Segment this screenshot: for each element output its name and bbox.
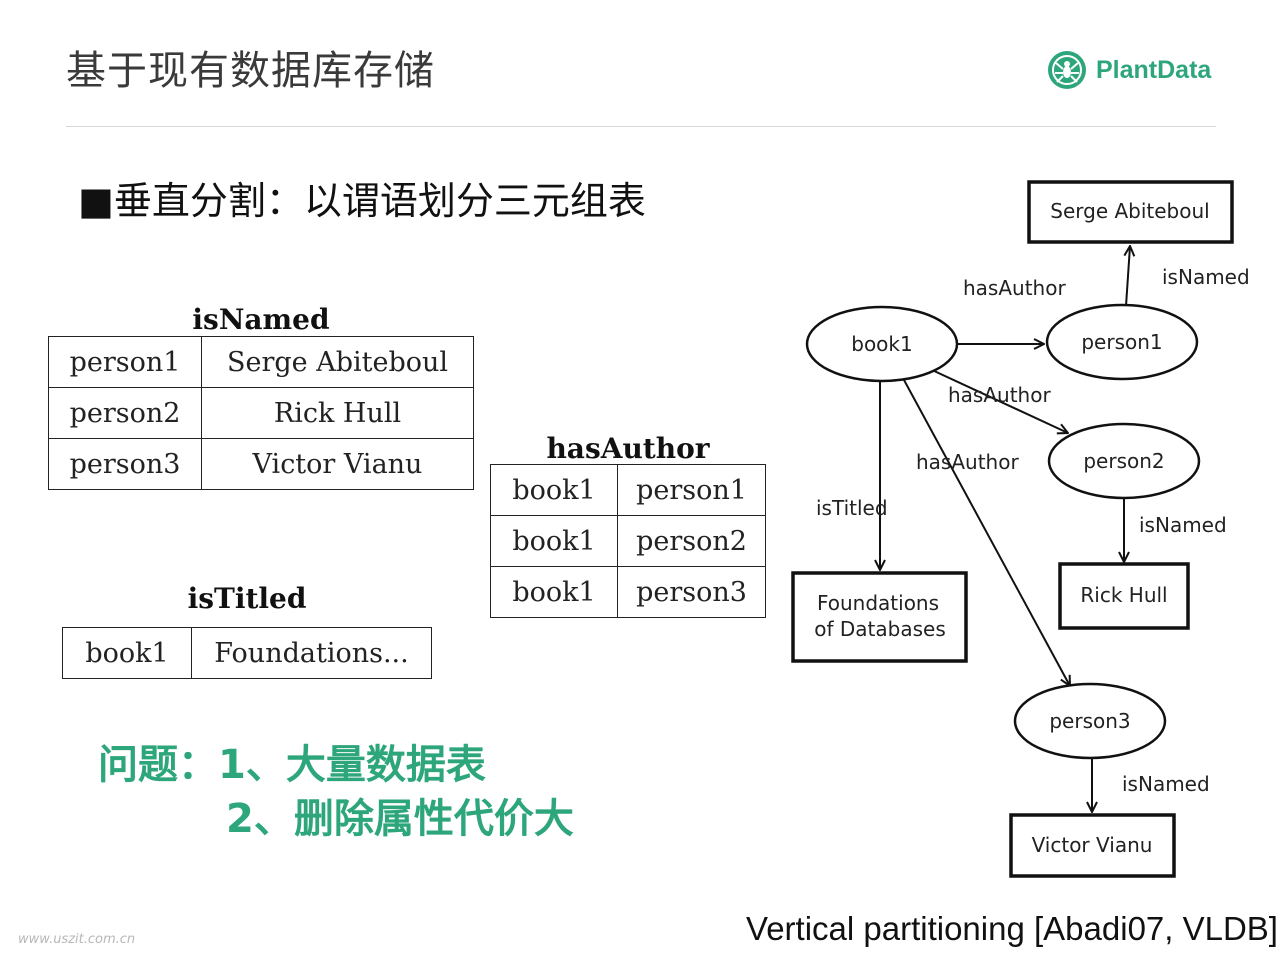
- table-caption-hasauthor: hasAuthor: [546, 432, 710, 465]
- node-label-foundations: of Databases: [814, 617, 945, 641]
- table-hasauthor: book1 person1 book1 person2 book1 person…: [490, 464, 766, 618]
- node-label-serge-abiteboul: Serge Abiteboul: [1050, 199, 1209, 223]
- node-serge-abiteboul: [1027, 180, 1234, 244]
- edge-book1-person2: [931, 369, 1068, 433]
- node-label-book1: book1: [851, 332, 912, 356]
- node-label-person3: person3: [1049, 709, 1130, 733]
- edge-label-hasauthor: hasAuthor: [963, 276, 1066, 300]
- table-cell: book1: [490, 464, 618, 516]
- issues-list: 问题：1、大量数据表 2、删除属性代价大: [98, 738, 574, 846]
- section-subtitle: ■垂直分割：以谓语划分三元组表: [78, 179, 646, 223]
- edge-label-isnamed: isNamed: [1122, 772, 1210, 796]
- edge-person1-serge: [1126, 246, 1130, 307]
- table-row: person3 Victor Vianu: [48, 438, 474, 490]
- node-book1: [805, 305, 959, 383]
- edge-label-isnamed: isNamed: [1139, 513, 1227, 537]
- node-person1: [1045, 303, 1199, 381]
- table-cell: person1: [617, 464, 766, 516]
- table-caption-isnamed: isNamed: [192, 303, 330, 336]
- edge-label-isnamed: isNamed: [1162, 265, 1250, 289]
- table-cell: person1: [48, 336, 202, 388]
- table-cell: book1: [490, 566, 618, 618]
- brand-name: PlantData: [1096, 55, 1212, 84]
- edge-book1-person3: [903, 379, 1070, 686]
- node-label-victor-vianu: Victor Vianu: [1032, 833, 1153, 857]
- node-person2: [1047, 422, 1201, 500]
- node-person3: [1013, 682, 1167, 760]
- table-cell: person2: [617, 515, 766, 567]
- table-cell: book1: [490, 515, 618, 567]
- table-row: person2 Rick Hull: [48, 387, 474, 439]
- table-cell: Foundations...: [191, 627, 432, 679]
- brand-logo: PlantData: [1046, 49, 1211, 91]
- table-caption-istitled: isTitled: [187, 582, 307, 615]
- spider-icon: [1048, 51, 1086, 89]
- issue-item: 问题：1、大量数据表: [98, 742, 486, 788]
- table-row: book1 Foundations...: [62, 627, 432, 679]
- edge-label-hasauthor: hasAuthor: [948, 383, 1051, 407]
- node-foundations: [791, 571, 968, 663]
- table-istitled: book1 Foundations...: [62, 627, 432, 679]
- node-label-person1: person1: [1081, 330, 1162, 354]
- node-label-rick-hull: Rick Hull: [1080, 583, 1167, 607]
- table-row: book1 person2: [490, 515, 766, 567]
- header-divider: [66, 126, 1216, 127]
- table-cell: person3: [617, 566, 766, 618]
- edge-label-hasauthor: hasAuthor: [916, 450, 1019, 474]
- table-cell: Rick Hull: [201, 387, 474, 439]
- edge-label-istitled: isTitled: [816, 496, 888, 520]
- node-rick-hull: [1058, 562, 1190, 630]
- node-label-foundations: Foundations: [817, 591, 939, 615]
- table-cell: Victor Vianu: [201, 438, 474, 490]
- table-isnamed: person1 Serge Abiteboul person2 Rick Hul…: [48, 336, 474, 490]
- node-victor-vianu: [1009, 813, 1176, 878]
- watermark: www.uszit.com.cn: [18, 932, 136, 947]
- table-cell: person2: [48, 387, 202, 439]
- table-row: book1 person1: [490, 464, 766, 516]
- slide-title: 基于现有数据库存储: [66, 48, 435, 94]
- table-cell: book1: [62, 627, 192, 679]
- node-label-person2: person2: [1083, 449, 1164, 473]
- issue-item: 2、删除属性代价大: [226, 796, 574, 842]
- table-row: book1 person3: [490, 566, 766, 618]
- citation: Vertical partitioning [Abadi07, VLDB]: [746, 910, 1278, 947]
